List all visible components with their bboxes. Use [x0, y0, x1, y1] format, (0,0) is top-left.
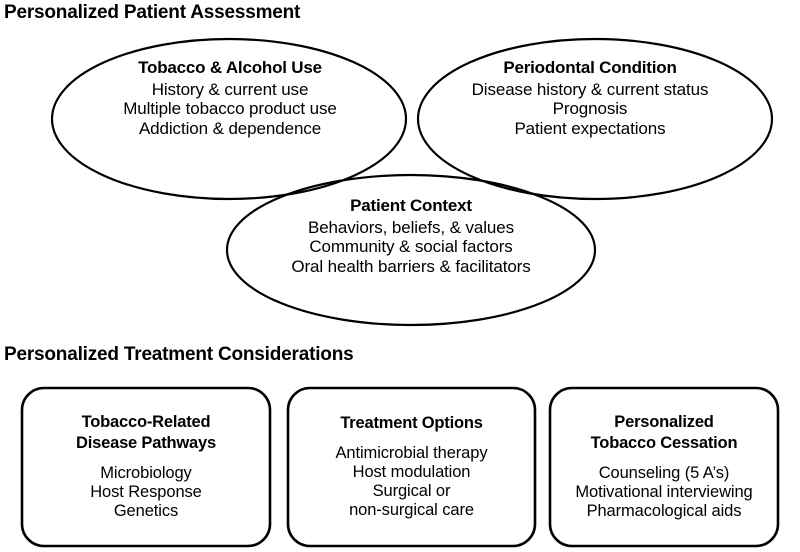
node-item: Behaviors, beliefs, & values: [307, 217, 515, 237]
node-patient-context: Patient Context Behaviors, beliefs, & va…: [236, 196, 586, 277]
section-heading-assessment: Personalized Patient Assessment: [4, 2, 301, 23]
node-item: Host Response: [90, 483, 202, 502]
node-item: Prognosis: [552, 99, 628, 119]
node-item: Genetics: [113, 502, 179, 521]
node-treatment-options: Treatment Options Antimicrobial therapy …: [288, 388, 535, 546]
node-item: Counseling (5 A’s): [598, 463, 730, 482]
node-item: History & current use: [151, 79, 309, 99]
node-item: Oral health barriers & facilitators: [291, 257, 531, 277]
node-tobacco-related-disease-pathways: Tobacco-Related Disease Pathways Microbi…: [22, 388, 270, 546]
node-item: Motivational interviewing: [575, 483, 753, 502]
node-item: Microbiology: [100, 463, 192, 482]
ellipse-tobacco-alcohol-use: [50, 37, 408, 201]
node-title-line-1: Treatment Options: [340, 413, 483, 432]
node-title-line-1: Personalized: [614, 412, 714, 431]
ellipse-patient-context: [225, 173, 597, 327]
node-title: Tobacco & Alcohol Use: [138, 58, 322, 77]
ellipse-periodontal-condition: [416, 37, 774, 201]
node-item: Multiple tobacco product use: [123, 99, 337, 119]
node-title-line-2: Disease Pathways: [76, 433, 216, 452]
node-item: Addiction & dependence: [138, 119, 322, 139]
node-item: Patient expectations: [514, 119, 666, 139]
node-item: Host modulation: [352, 462, 471, 481]
node-item: Community & social factors: [309, 237, 513, 257]
box-tobacco-related-disease-pathways: [20, 386, 272, 548]
node-title: Patient Context: [350, 196, 472, 215]
node-periodontal-condition: Periodontal Condition Disease history & …: [420, 58, 760, 139]
box-treatment-options: [286, 386, 537, 548]
section-heading-treatment: Personalized Treatment Considerations: [4, 344, 354, 365]
node-item: Antimicrobial therapy: [335, 443, 488, 462]
node-personalized-tobacco-cessation: Personalized Tobacco Cessation Counselin…: [550, 388, 778, 546]
node-item: Pharmacological aids: [586, 502, 742, 521]
node-title: Periodontal Condition: [503, 58, 677, 77]
node-item: Disease history & current status: [471, 79, 709, 99]
node-title-line-1: Tobacco-Related: [81, 412, 211, 431]
box-personalized-tobacco-cessation: [548, 386, 780, 548]
node-item: Surgical or: [372, 482, 451, 501]
node-title-line-2: Tobacco Cessation: [590, 433, 738, 452]
node-tobacco-alcohol-use: Tobacco & Alcohol Use History & current …: [60, 58, 400, 139]
node-item: non-surgical care: [349, 501, 474, 520]
